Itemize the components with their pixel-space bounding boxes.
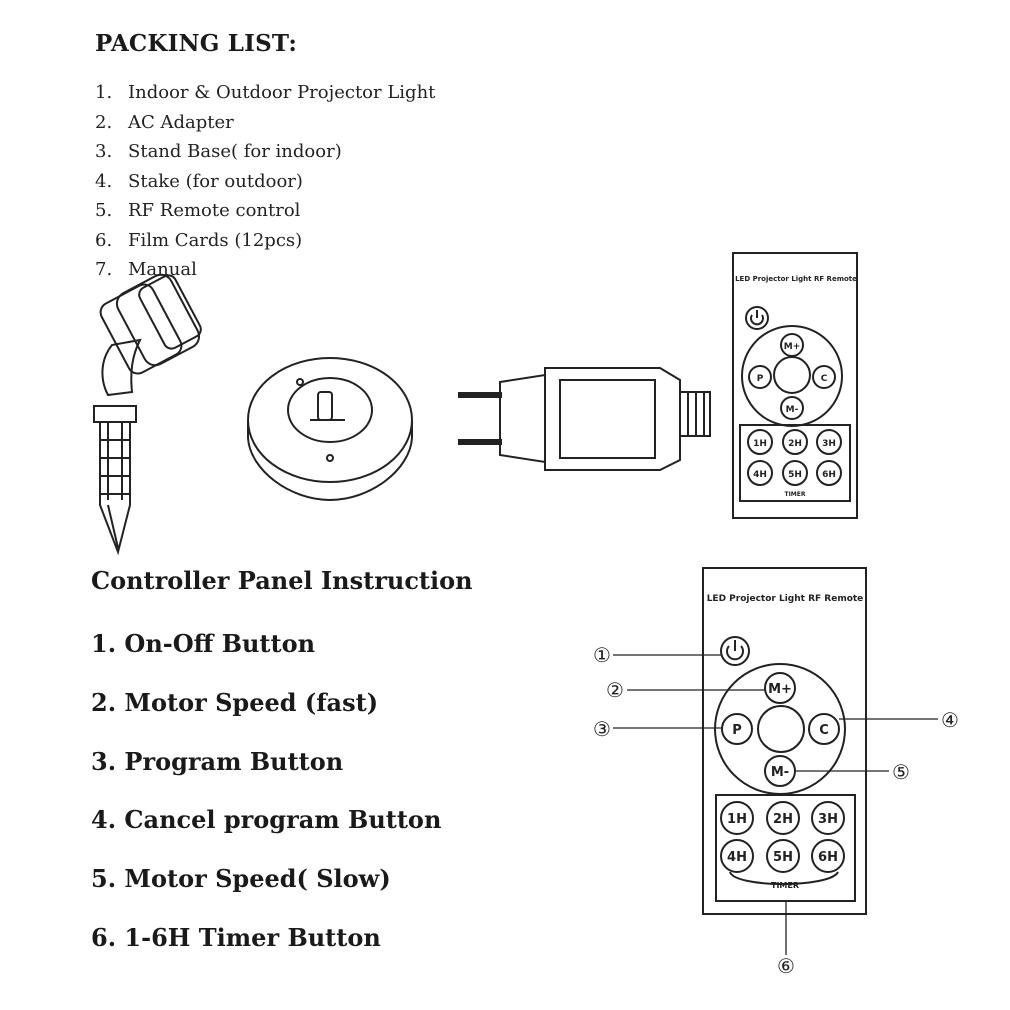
packing-item: 5.RF Remote control <box>95 200 301 221</box>
callout-1: ① <box>593 643 611 667</box>
small-m-minus-label: M- <box>786 405 799 415</box>
timer-label: 2H <box>773 812 793 827</box>
c-label: C <box>819 723 829 738</box>
m-plus-button <box>764 672 796 704</box>
timer-label: 5H <box>773 850 793 865</box>
small-timer-label: 5H <box>788 470 802 480</box>
callout-6: ⑥ <box>777 954 795 978</box>
m-plus-label: M+ <box>768 682 792 697</box>
timer-caption: TIMER <box>771 881 799 890</box>
small-remote-illustration <box>732 252 858 519</box>
callout-2: ② <box>606 678 624 702</box>
stand-base-illustration <box>247 357 413 502</box>
small-timer-caption: TIMER <box>784 491 805 498</box>
m-minus-label: M- <box>771 765 789 780</box>
timer-6h-button <box>811 839 845 873</box>
instruction-item: 4. Cancel program Button <box>91 805 442 835</box>
timer-label: 6H <box>818 850 838 865</box>
p-button <box>721 713 753 745</box>
small-timer-label: 3H <box>822 439 836 449</box>
timer-3h-button <box>811 801 845 835</box>
small-timer-label: 2H <box>788 439 802 449</box>
controller-instruction-list: 1. On-Off Button 2. Motor Speed (fast) 3… <box>91 624 441 977</box>
timer-label: 1H <box>727 812 747 827</box>
timer-2h-button <box>766 801 800 835</box>
packing-item: 2.AC Adapter <box>95 111 234 133</box>
packing-list-title: PACKING LIST: <box>95 30 298 57</box>
instruction-item: 5. Motor Speed( Slow) <box>91 864 391 894</box>
callout-4: ④ <box>941 708 959 732</box>
timer-4h-button <box>720 839 754 873</box>
timer-5h-button <box>766 839 800 873</box>
packing-item: 4.Stake (for outdoor) <box>95 170 303 192</box>
instruction-item: 2. Motor Speed (fast) <box>91 687 379 717</box>
callout-3: ③ <box>593 717 611 741</box>
timer-label: 3H <box>818 812 838 827</box>
power-button <box>720 636 750 666</box>
small-remote-title: LED Projector Light RF Remote <box>735 275 857 283</box>
packing-item: 3.Stand Base( for indoor) <box>95 141 342 162</box>
packing-list: 1.Indoor & Outdoor Projector Light 2.AC … <box>95 78 435 285</box>
instruction-item: 6. 1-6H Timer Button <box>91 922 381 952</box>
ac-adapter-illustration <box>458 367 711 471</box>
packing-item: 1.Indoor & Outdoor Projector Light <box>95 82 436 103</box>
packing-item: 7.Manual <box>95 259 197 280</box>
instruction-item: 1. On-Off Button <box>91 629 316 658</box>
c-button <box>808 713 840 745</box>
projector-stake-illustration <box>93 273 202 556</box>
timer-label: 4H <box>727 850 747 865</box>
callout-5: ⑤ <box>892 760 910 784</box>
small-timer-label: 4H <box>753 470 767 480</box>
instruction-item: 3. Program Button <box>91 746 344 776</box>
remote-title: LED Projector Light RF Remote <box>707 594 864 604</box>
controller-title: Controller Panel Instruction <box>91 566 473 595</box>
center-button <box>757 705 805 753</box>
small-m-plus-label: M+ <box>784 342 801 352</box>
small-timer-label: 1H <box>753 439 767 449</box>
small-c-label: C <box>821 374 828 384</box>
power-icon <box>726 645 744 661</box>
p-label: P <box>732 723 742 738</box>
remote-body <box>702 567 867 915</box>
timer-1h-button <box>720 801 754 835</box>
packing-item: 6.Film Cards (12pcs) <box>95 229 303 251</box>
small-p-label: P <box>757 374 764 384</box>
small-timer-label: 6H <box>822 470 836 480</box>
